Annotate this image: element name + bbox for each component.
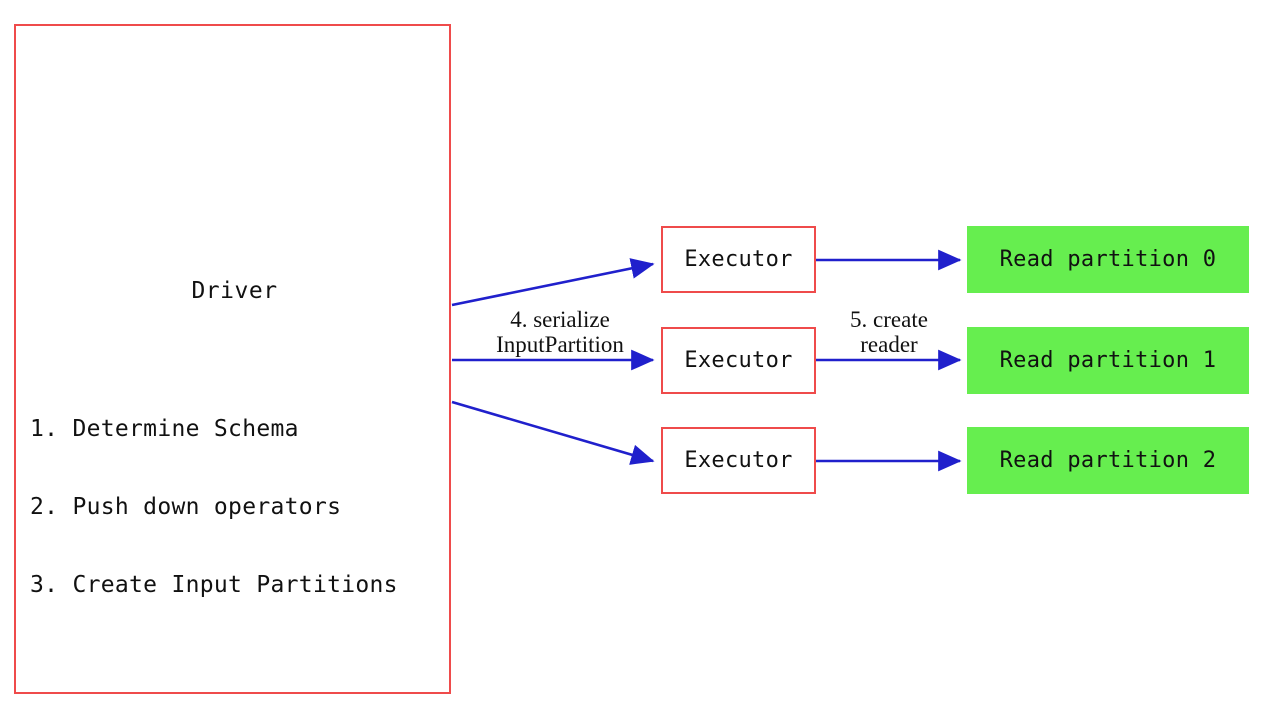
edge-label-create-reader: 5. create reader [829, 307, 949, 357]
edge-label-create-reader-line-1: 5. create [850, 307, 928, 332]
read-partition-label-0: Read partition 0 [999, 247, 1217, 272]
arrow-driver-to-executor-3 [451, 400, 655, 465]
edge-label-serialize-input-partition: 4. serialize InputPartition [480, 307, 640, 357]
driver-step-1: 1. Determine Schema [30, 416, 299, 442]
executor-box-2: Executor [661, 327, 816, 394]
edge-label-serialize-line-1: 4. serialize [510, 307, 610, 332]
executor-box-1: Executor [661, 226, 816, 293]
read-partition-label-1: Read partition 1 [999, 348, 1217, 373]
driver-step-3: 3. Create Input Partitions [30, 572, 398, 598]
arrow-driver-to-executor-1 [451, 258, 655, 307]
read-partition-box-1: Read partition 1 [967, 327, 1249, 394]
edge-label-serialize-line-2: InputPartition [496, 332, 624, 357]
driver-steps-list: 1. Determine Schema 2. Push down operato… [30, 364, 450, 650]
read-partition-box-2: Read partition 2 [967, 427, 1249, 494]
edge-label-create-reader-line-2: reader [860, 332, 918, 357]
executor-label-3: Executor [684, 448, 793, 473]
driver-title: Driver [191, 278, 278, 304]
executor-label-2: Executor [684, 348, 793, 373]
read-partition-label-2: Read partition 2 [999, 448, 1217, 473]
driver-step-2: 2. Push down operators [30, 494, 342, 520]
read-partition-box-0: Read partition 0 [967, 226, 1249, 293]
executor-box-3: Executor [661, 427, 816, 494]
executor-label-1: Executor [684, 247, 793, 272]
driver-box: Driver 1. Determine Schema 2. Push down … [14, 24, 451, 694]
